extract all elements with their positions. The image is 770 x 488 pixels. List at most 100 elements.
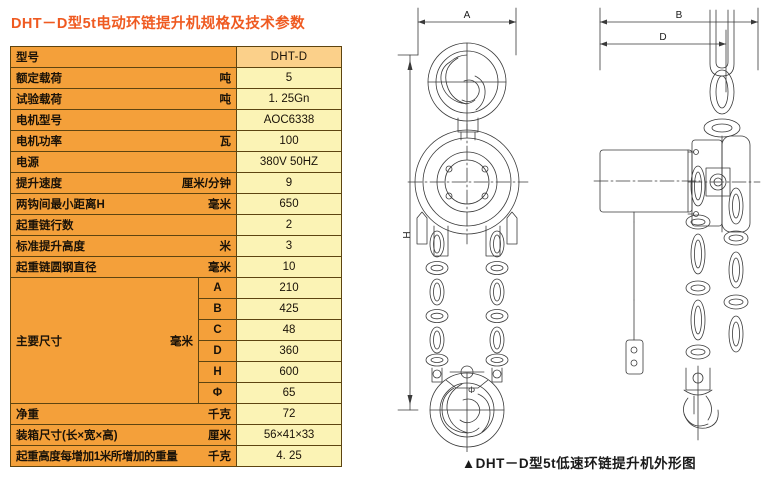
row-label: 试验载荷: [16, 94, 62, 106]
dimension-value-cell: 210: [236, 277, 342, 299]
row-value-cell: AOC6338: [236, 109, 342, 131]
dimension-label-A: A: [464, 10, 471, 21]
row-label-cell: 电机型号: [10, 109, 237, 131]
hoist-outline-drawing: Φ: [397, 7, 761, 453]
row-label-cell: 型号: [10, 46, 237, 68]
dimension-key-cell: A: [198, 277, 237, 299]
table-row: 电机功率 瓦 100: [10, 130, 342, 152]
row-value-cell: 3: [236, 235, 342, 257]
table-row: 起重高度每增加1米所增加的重量 千克 4. 25: [10, 445, 342, 467]
side-load-chain-2: [723, 187, 749, 353]
row-value-cell: 380V 50HZ: [236, 151, 342, 173]
row-unit: 瓦: [219, 136, 232, 148]
table-row: 起重链圆钢直径 毫米 10: [10, 256, 342, 278]
drawing-caption: ▲DHT－D型5t低速环链提升机外形图: [461, 456, 697, 471]
row-label: 额定载荷: [16, 73, 62, 85]
dimension-key-cell: H: [198, 361, 237, 383]
side-bottom-hook: [683, 365, 719, 441]
row-value-cell: 9: [236, 172, 342, 194]
row-label: 电机功率: [16, 136, 62, 148]
row-label: 电源: [16, 157, 39, 169]
row-label-cell: 起重链圆钢直径 毫米: [10, 256, 237, 278]
table-row: 电源 380V 50HZ: [10, 151, 342, 173]
row-value-cell: 10: [236, 256, 342, 278]
row-unit: 厘米: [208, 430, 231, 442]
row-value-cell: 100: [236, 130, 342, 152]
load-chain-left: [425, 230, 449, 367]
row-unit: 千克: [208, 409, 231, 421]
row-unit: 米: [219, 241, 232, 253]
row-label: 起重链行数: [16, 220, 74, 232]
row-unit: 吨: [219, 73, 232, 85]
row-unit: 毫米: [208, 262, 231, 274]
row-label-cell: 标准提升高度米: [10, 235, 237, 257]
motor-body: [593, 149, 701, 301]
dimension-line-B: [599, 7, 759, 71]
page-title: DHT－D型5t电动环链提升机规格及技术参数: [11, 16, 305, 32]
dimensions-group-unit: 毫米: [170, 335, 193, 348]
row-value-cell: 2: [236, 214, 342, 236]
dimensions-group-cell: 主要尺寸 毫米: [10, 277, 199, 404]
top-hook: [427, 42, 507, 131]
model-value-cell: DHT-D: [236, 46, 342, 68]
dimension-value-cell: 65: [236, 382, 342, 404]
row-value-cell: 72: [236, 403, 342, 425]
row-label: 两钩间最小距离H: [16, 199, 105, 211]
row-label-cell: 净重千克: [10, 403, 237, 425]
row-unit: 毫米: [208, 199, 231, 211]
dimension-label-H: H: [402, 231, 413, 238]
dimension-value-cell: 48: [236, 319, 342, 341]
row-label-cell: 两钩间最小距离H 毫米: [10, 193, 237, 215]
row-value-cell: 5: [236, 67, 342, 89]
row-value-cell: 650: [236, 193, 342, 215]
dimension-value-cell: 360: [236, 340, 342, 362]
dimension-label-B: B: [676, 10, 683, 21]
row-label-cell: 装箱尺寸(长×宽×高)厘米: [10, 424, 237, 446]
gear-housing: [407, 123, 529, 245]
dimension-line-H: [397, 54, 419, 411]
table-row: 起重链行数 2: [10, 214, 342, 236]
row-label-cell: 提升速度厘米/分钟: [10, 172, 237, 194]
dimension-key-cell: Φ: [198, 382, 237, 404]
side-load-chain: [685, 165, 711, 360]
row-value-cell: 56×41×33: [236, 424, 342, 446]
row-unit: 千克: [208, 451, 231, 463]
row-label: 起重高度每增加1米所增加的重量: [16, 451, 178, 463]
row-label-cell: 试验载荷 吨: [10, 88, 237, 110]
table-row: 型号 DHT-D: [10, 46, 342, 68]
gearbox-side: [687, 135, 761, 233]
bottom-hook: Φ: [429, 372, 505, 453]
dimension-label-D: D: [659, 32, 666, 43]
bottom-block: [431, 365, 503, 389]
row-unit: 吨: [219, 94, 232, 106]
row-label: 电机型号: [16, 115, 62, 127]
dimension-value-cell: 600: [236, 361, 342, 383]
row-label: 起重链圆钢直径: [16, 262, 97, 274]
row-label-cell: 额定载荷 吨: [10, 67, 237, 89]
row-label-cell: 电机功率 瓦: [10, 130, 237, 152]
dimensions-group-label: 主要尺寸: [16, 335, 62, 348]
load-chain-right: [485, 230, 509, 367]
row-value-cell: 4. 25: [236, 445, 342, 467]
dimension-key-cell: B: [198, 298, 237, 320]
row-unit: 厘米/分钟: [181, 178, 231, 190]
dimension-key-cell: C: [198, 319, 237, 341]
row-label-cell: 起重链行数: [10, 214, 237, 236]
dimension-value-cell: 425: [236, 298, 342, 320]
row-label-cell: 起重高度每增加1米所增加的重量 千克: [10, 445, 237, 467]
row-label: 型号: [16, 52, 39, 64]
dimension-line-D: [599, 29, 727, 93]
table-row: 两钩间最小距离H 毫米 650: [10, 193, 342, 215]
